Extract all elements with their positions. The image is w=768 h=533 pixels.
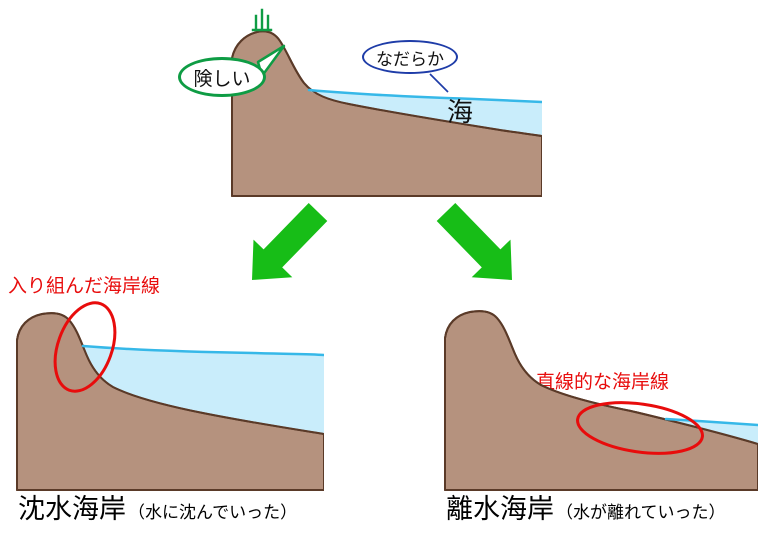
sea-water	[666, 419, 758, 443]
submergent-caption-note: （水に沈んでいった）	[128, 503, 298, 522]
original-coast-cross-section	[231, 8, 542, 197]
submergent-coast-diagram	[16, 301, 324, 491]
branch-arrows	[252, 203, 512, 280]
emergent-caption: 離水海岸 （水が離れていった）	[446, 487, 726, 526]
submergent-caption: 沈水海岸 （水に沈んでいった）	[18, 487, 297, 526]
arrow-down-right-icon	[436, 203, 512, 280]
gentle-label-oval: なだらか	[362, 40, 458, 74]
sea-label: 海	[447, 97, 474, 127]
emergent-caption-note: （水が離れていった）	[556, 503, 726, 522]
sea-surface-line	[307, 88, 542, 104]
sea-water	[309, 90, 542, 135]
emergent-coast-diagram	[444, 310, 758, 491]
straight-coastline-highlight	[576, 401, 704, 455]
gentle-pointer-line	[429, 73, 449, 93]
land-outline	[444, 310, 758, 491]
emergent-annotation: 直線的な海岸線	[536, 372, 670, 393]
intricate-coastline-highlight	[53, 301, 117, 393]
arrow-down-left-icon	[252, 203, 328, 280]
submergent-annotation: 入り組んだ海岸線	[8, 276, 161, 297]
emergent-caption-main: 離水海岸	[446, 494, 554, 524]
sea-surface-line	[664, 417, 758, 427]
steep-label-bubble: 険しい	[178, 57, 266, 97]
gentle-label: なだらか	[376, 49, 444, 69]
sea-surface-line	[81, 344, 324, 357]
steep-label: 険しい	[193, 68, 251, 90]
mountain-map-symbol-icon	[251, 8, 273, 32]
land-outline	[16, 312, 324, 491]
land-mass	[444, 310, 758, 491]
submergent-caption-main: 沈水海岸	[18, 494, 126, 524]
sea-water	[83, 346, 324, 433]
